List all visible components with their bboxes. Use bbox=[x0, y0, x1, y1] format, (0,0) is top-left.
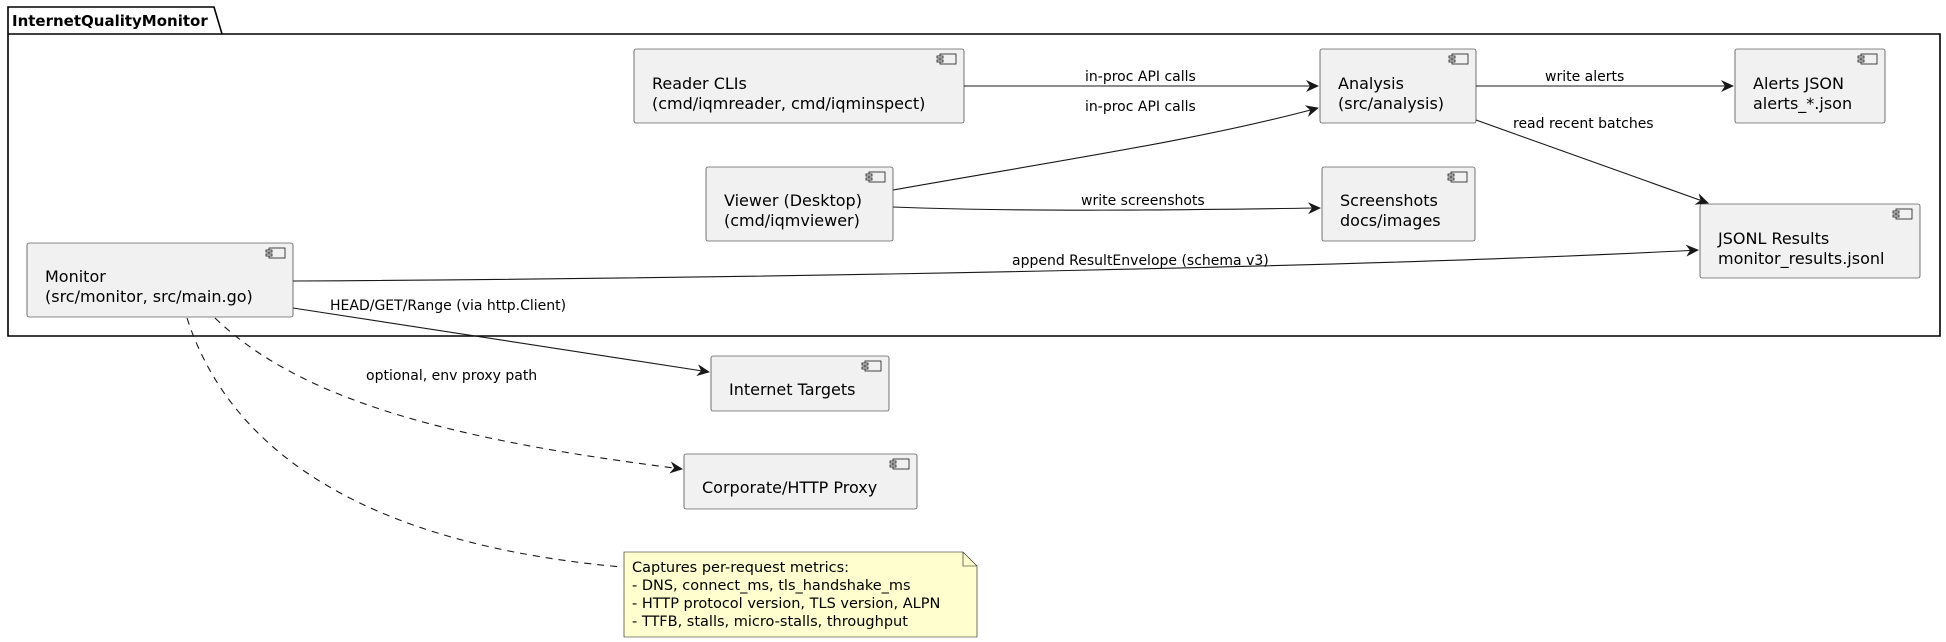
edge-analysis-jsonl: read recent batches bbox=[1475, 116, 1709, 205]
component-alerts-json[interactable]: Alerts JSON alerts_*.json bbox=[1734, 48, 1886, 124]
svg-text:Internet Targets: Internet Targets bbox=[729, 380, 855, 399]
edge-label-monitor-jsonl: append ResultEnvelope (schema v3) bbox=[1012, 253, 1269, 269]
edge-monitor-proxy: optional, env proxy path bbox=[214, 317, 683, 474]
component-monitor[interactable]: Monitor (src/monitor, src/main.go) bbox=[26, 242, 294, 318]
svg-text:monitor_results.jsonl: monitor_results.jsonl bbox=[1718, 249, 1884, 269]
svg-text:JSONL Results: JSONL Results bbox=[1717, 229, 1829, 248]
svg-text:(src/analysis): (src/analysis) bbox=[1338, 94, 1444, 113]
note-connector bbox=[186, 317, 623, 568]
component-internet-targets[interactable]: Internet Targets bbox=[710, 355, 890, 412]
component-viewer-desktop[interactable]: Viewer (Desktop) (cmd/iqmviewer) bbox=[705, 166, 894, 242]
edge-label-viewer-screenshots: write screenshots bbox=[1081, 193, 1205, 209]
svg-text:docs/images: docs/images bbox=[1340, 211, 1441, 230]
edge-label-viewer-analysis: in-proc API calls bbox=[1085, 99, 1196, 115]
svg-text:Reader CLIs: Reader CLIs bbox=[652, 74, 747, 93]
svg-text:Monitor: Monitor bbox=[45, 267, 106, 286]
note-line-2: - DNS, connect_ms, tls_handshake_ms bbox=[632, 578, 911, 594]
edge-label-analysis-jsonl: read recent batches bbox=[1513, 116, 1654, 132]
note-line-3: - HTTP protocol version, TLS version, AL… bbox=[632, 596, 940, 612]
edge-monitor-jsonl: append ResultEnvelope (schema v3) bbox=[292, 244, 1699, 282]
svg-text:Corporate/HTTP Proxy: Corporate/HTTP Proxy bbox=[702, 478, 877, 497]
component-corporate-proxy[interactable]: Corporate/HTTP Proxy bbox=[683, 453, 918, 510]
edge-label-monitor-targets: HEAD/GET/Range (via http.Client) bbox=[330, 298, 566, 314]
metrics-note: Captures per-request metrics: - DNS, con… bbox=[623, 551, 978, 638]
svg-text:(cmd/iqmviewer): (cmd/iqmviewer) bbox=[724, 211, 860, 230]
component-reader-clis[interactable]: Reader CLIs (cmd/iqmreader, cmd/iqminspe… bbox=[633, 48, 965, 124]
svg-text:Viewer (Desktop): Viewer (Desktop) bbox=[724, 191, 862, 210]
component-screenshots[interactable]: Screenshots docs/images bbox=[1321, 166, 1476, 242]
edge-analysis-alerts: write alerts bbox=[1476, 69, 1734, 92]
edge-label-monitor-proxy: optional, env proxy path bbox=[366, 368, 537, 384]
package-internetqualitymonitor: InternetQualityMonitor bbox=[7, 6, 1941, 337]
svg-text:(cmd/iqmreader, cmd/iqminspect: (cmd/iqmreader, cmd/iqminspect) bbox=[652, 94, 925, 113]
component-jsonl-results[interactable]: JSONL Results monitor_results.jsonl bbox=[1699, 203, 1921, 279]
package-title: InternetQualityMonitor bbox=[12, 12, 208, 30]
edge-viewer-screenshots: write screenshots bbox=[892, 193, 1321, 215]
svg-text:Screenshots: Screenshots bbox=[1340, 191, 1438, 210]
note-line-1: Captures per-request metrics: bbox=[632, 560, 849, 576]
svg-text:Analysis: Analysis bbox=[1338, 74, 1404, 93]
component-analysis[interactable]: Analysis (src/analysis) bbox=[1319, 48, 1477, 124]
svg-text:alerts_*.json: alerts_*.json bbox=[1753, 94, 1852, 114]
edge-label-analysis-alerts: write alerts bbox=[1545, 69, 1624, 85]
svg-text:(src/monitor, src/main.go): (src/monitor, src/main.go) bbox=[45, 287, 253, 306]
edge-monitor-targets: HEAD/GET/Range (via http.Client) bbox=[292, 298, 710, 377]
edge-viewer-analysis: in-proc API calls bbox=[892, 99, 1319, 191]
svg-text:Alerts JSON: Alerts JSON bbox=[1753, 74, 1844, 93]
edge-label-reader-analysis: in-proc API calls bbox=[1085, 69, 1196, 85]
note-line-4: - TTFB, stalls, micro-stalls, throughput bbox=[632, 614, 908, 630]
edge-reader-analysis: in-proc API calls bbox=[964, 69, 1319, 92]
